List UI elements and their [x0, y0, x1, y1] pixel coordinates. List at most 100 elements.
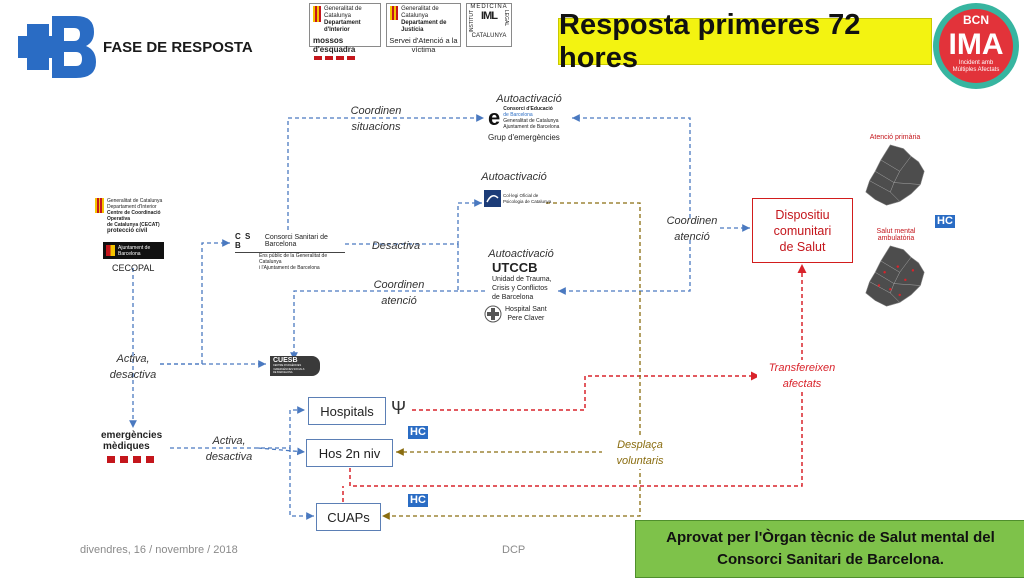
- barcelona-shield-icon: [106, 245, 115, 256]
- hos2n-box: Hos 2n niv: [306, 439, 393, 467]
- activa-desactiva-label-2: Activa, desactiva: [192, 433, 266, 465]
- line-dispositiu-utccb: [558, 240, 691, 295]
- coordinen-situacions-line1: Coordinen: [350, 105, 402, 117]
- activa-desactiva-1-line1: Activa,: [116, 353, 150, 365]
- sem-line1: emergències: [101, 430, 163, 441]
- transfereixen-label: Transfereixen afectats: [757, 360, 847, 392]
- line-atencio-cuesb: [290, 290, 458, 360]
- activa-desactiva-label-1: Activa, desactiva: [96, 351, 170, 383]
- page-title: Resposta primeres 72 hores: [558, 9, 932, 74]
- footer-dcp: DCP: [502, 544, 526, 556]
- proteccio-civil-text: protecció civil: [107, 228, 148, 234]
- utccb-node: UTCCB Unidad de Trauma, Crisis y Conflic…: [492, 260, 572, 302]
- cuesb-sub1: CENTRE D'URGÈNCIES: [273, 364, 302, 367]
- ajuntament-text: Ajuntament de Barcelona: [118, 244, 151, 257]
- hospital-cross-icon: [484, 305, 502, 323]
- utccb-line2: Crisis y Conflictos: [492, 285, 548, 292]
- line-ceb-dispositiu: [572, 114, 691, 218]
- barcelona-map-mental: [865, 245, 925, 307]
- ceb-node: e Consorci d'Educació de Barcelona Gener…: [488, 106, 588, 142]
- footer-date: divendres, 16 / novembre / 2018: [80, 544, 238, 556]
- transfereixen-line1: Transfereixen: [768, 362, 836, 374]
- approval-line2: Consorci Sanitari de Barcelona.: [717, 551, 944, 568]
- csb-name: Consorci Sanitari de Barcelona: [264, 234, 328, 248]
- sem-line2: mèdiques: [103, 441, 150, 452]
- generalitat-flag-icon: [313, 6, 321, 22]
- coordinen-atencio-right-line2: atenció: [674, 231, 710, 243]
- utccb-autoactivacio-label: Autoactivació: [488, 248, 554, 260]
- ceb-e-icon: e: [488, 105, 501, 130]
- csb-abbr: C S B: [235, 232, 252, 250]
- cecopal-cecat2-text: de Catalunya (CECAT): [106, 222, 160, 228]
- brand-logo: [18, 16, 96, 78]
- hc-icon-maps: HC: [935, 215, 955, 228]
- cuesb-sub2: I EMERGÈNCIES SOCIALS: [273, 367, 305, 371]
- coordinen-atencio-left-line2: atenció: [381, 295, 417, 307]
- line-sem-cuaps: [289, 448, 314, 520]
- iml-logo: MEDICINA INSTITUT IML LEGAL CATALUNYA: [466, 3, 512, 47]
- justicia-logo: Generalitat de Catalunya Departament de …: [386, 3, 461, 54]
- ima-sub2-text: Múltiples Afectats: [953, 67, 1000, 73]
- dispositiu-line3: de Salut: [779, 239, 826, 254]
- salut-mental-caption: Salut mental ambulatòria: [864, 228, 928, 242]
- csb-sub2: i l'Ajuntament de Barcelona: [259, 265, 320, 271]
- copc-icon: [484, 190, 501, 207]
- coordinen-situacions-label: Coordinen situacions: [336, 103, 416, 135]
- activa-desactiva-2-line1: Activa,: [212, 435, 246, 447]
- cecopal-dept-text: Departament d'Interior: [106, 204, 157, 210]
- justicia-text: Departament de Justícia: [401, 20, 447, 33]
- transfereixen-line2: afectats: [782, 378, 822, 390]
- generalitat-flag-icon: [390, 6, 399, 20]
- desplaca-label: Desplaça voluntaris: [602, 437, 678, 469]
- desplaca-line1: Desplaça: [617, 439, 663, 451]
- utccb-abbr: UTCCB: [492, 260, 538, 275]
- hospitals-box: Hospitals: [308, 397, 386, 425]
- salut-mental-line2: ambulatòria: [877, 235, 915, 242]
- cuesb-sub3: DE BARCELONA: [273, 371, 293, 374]
- line-sem-hos2n: [257, 447, 306, 456]
- approval-line1: Aprovat per l'Òrgan tècnic de Salut ment…: [666, 529, 995, 546]
- copc-autoactivacio-label: Autoactivació: [481, 171, 547, 183]
- iml-right-text: LEGAL: [502, 10, 509, 27]
- line-desactiva-utccb: [457, 244, 486, 292]
- iml-bottom-text: CATALUNYA: [471, 32, 507, 39]
- coordinen-atencio-right-line1: Coordinen: [666, 215, 718, 227]
- line-csb-ceb: [287, 114, 484, 230]
- generalitat-flag-icon: [95, 198, 104, 213]
- dispositiu-line1: Dispositiu: [775, 207, 830, 222]
- cecopal-cecat-text: Centre de Coordinació Operativa: [106, 210, 161, 222]
- generalitat-text: Generalitat de Catalunya: [323, 6, 362, 19]
- copc-line1: Col·legi Oficial de: [503, 192, 539, 198]
- ceb-grup-text: Grup d'emergències: [488, 133, 560, 142]
- cuesb-node: CUESB CENTRE D'URGÈNCIES I EMERGÈNCIES S…: [270, 356, 320, 376]
- generalitat-text: Generalitat de Catalunya: [401, 6, 439, 19]
- ceb-line1: Consorci d'Educació: [503, 106, 553, 112]
- hospital-line2: Pere Claver: [507, 315, 545, 322]
- dispositiu-comunitari-box: Dispositiu comunitari de Salut: [752, 198, 853, 263]
- hc-icon-hospitals: HC: [408, 426, 428, 439]
- iml-side-text: INSTITUT: [469, 10, 475, 33]
- line-hospitals-transfer: [412, 371, 760, 411]
- sav-text: Servei d'Atenció a la víctima: [389, 36, 458, 54]
- activa-desactiva-2-line2: desactiva: [205, 451, 253, 463]
- ima-sub1-text: Incident amb: [959, 60, 994, 66]
- hospital-line1: Hospital Sant: [505, 306, 547, 313]
- barcelona-map-primary: [865, 144, 925, 206]
- interior-text: Departament d'Interior: [323, 20, 361, 33]
- dispositiu-line2: comunitari: [773, 223, 832, 238]
- csb-node: C S B Consorci Sanitari de Barcelona Ens…: [235, 232, 345, 271]
- psi-icon: Ψ: [391, 398, 407, 418]
- coordinen-atencio-left-line1: Coordinen: [373, 279, 425, 291]
- cecopal-label: CECOPAL: [112, 263, 155, 273]
- ceb-autoactivacio-label: Autoactivació: [496, 93, 562, 105]
- atencio-primaria-caption: Atenció primària: [869, 134, 921, 141]
- csb-sub1: Ens públic de la Generalitat de Cataluny…: [259, 253, 328, 265]
- line-sem-hospitals: [170, 406, 305, 449]
- desactiva-label: Desactiva: [371, 240, 421, 252]
- copc-node: Col·legi Oficial de Psicologia de Catalu…: [484, 190, 554, 207]
- mossos-text: mossos d'esquadra: [313, 36, 356, 54]
- salut-mental-line1: Salut mental: [876, 228, 916, 235]
- phase-title: FASE DE RESPOSTA: [103, 39, 253, 56]
- ceb-line2: de Barcelona: [503, 112, 533, 118]
- cecopal-gen-text: Generalitat de Catalunya: [106, 198, 163, 204]
